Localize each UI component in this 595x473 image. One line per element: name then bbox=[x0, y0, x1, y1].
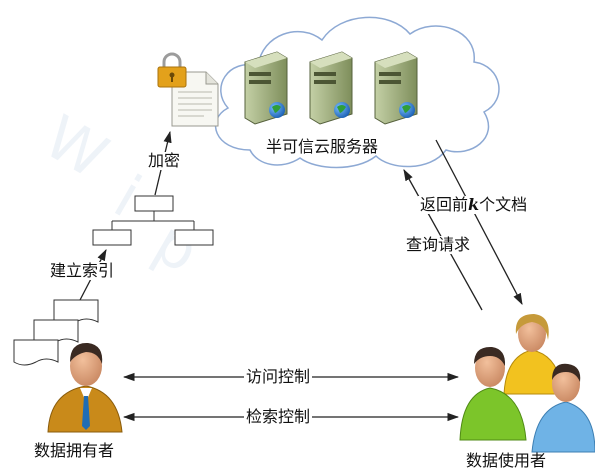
data-users-icon bbox=[459, 314, 595, 453]
return-topk-k: k bbox=[468, 195, 480, 214]
server-icon bbox=[309, 51, 353, 125]
return-topk-suffix: 个文档 bbox=[479, 195, 528, 214]
query-request-label: 查询请求 bbox=[404, 235, 473, 254]
search-control-label: 检索控制 bbox=[244, 407, 313, 426]
watermark: W i p bbox=[33, 102, 211, 287]
server-icon bbox=[244, 51, 288, 125]
data-owner-icon bbox=[47, 342, 123, 433]
svg-text:W: W bbox=[33, 102, 119, 192]
return-topk-arrow bbox=[435, 139, 523, 306]
server-icon bbox=[374, 51, 418, 125]
return-topk-prefix: 返回前 bbox=[420, 195, 469, 214]
index-tree-icon bbox=[92, 195, 214, 246]
document-stack-icon bbox=[13, 299, 99, 366]
data-owner-label: 数据拥有者 bbox=[34, 441, 115, 460]
return-topk-label: 返回前k个文档 bbox=[418, 195, 530, 214]
svg-text:p: p bbox=[143, 207, 211, 287]
cloud-server-label: 半可信云服务器 bbox=[266, 137, 379, 156]
cloud-shape bbox=[214, 16, 500, 169]
encrypted-document-icon bbox=[157, 52, 219, 127]
build-index-label: 建立索引 bbox=[48, 261, 117, 280]
access-control-label: 访问控制 bbox=[244, 367, 313, 386]
encrypt-label: 加密 bbox=[146, 151, 183, 170]
data-user-label: 数据使用者 bbox=[466, 451, 547, 470]
